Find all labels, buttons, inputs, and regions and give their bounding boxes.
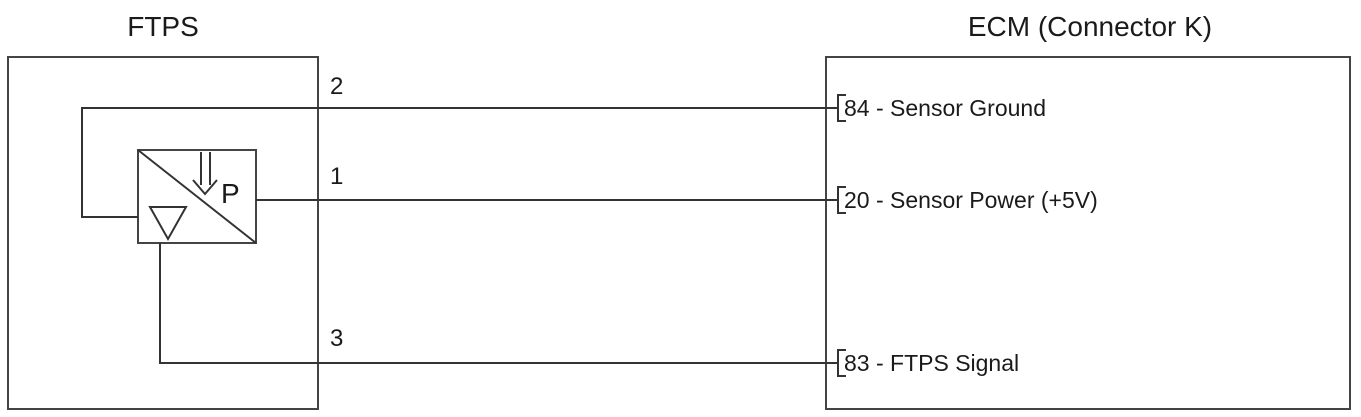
sensor-symbol-box [137, 149, 257, 244]
pressure-sensor-symbol: P [137, 149, 257, 244]
pin-number-3: 3 [330, 325, 343, 352]
sensor-diagonal-line [137, 149, 257, 244]
ecm-pin-bracket [837, 349, 846, 377]
pressure-arrow-icon [192, 152, 218, 196]
ecm-title: ECM (Connector K) [968, 11, 1212, 42]
sensor-symbol-letter: P [221, 178, 240, 209]
pin-number-1: 1 [330, 163, 343, 190]
ecm-terminal-label: 84 - Sensor Ground [844, 95, 1046, 121]
pin-number-2: 2 [330, 73, 343, 100]
wire-sensor-power: 1 20 - Sensor Power (+5V) [256, 163, 1098, 214]
ftps-component-box [7, 56, 319, 410]
ecm-pin-bracket [837, 94, 846, 122]
triangle-icon [148, 206, 188, 242]
ecm-component-box [825, 56, 1351, 410]
ecm-pin-bracket [837, 186, 846, 214]
ecm-terminal-label: 20 - Sensor Power (+5V) [844, 187, 1098, 213]
ecm-terminal-label: 83 - FTPS Signal [844, 350, 1019, 376]
ftps-title: FTPS [127, 11, 199, 42]
wire-sensor-ground: 2 84 - Sensor Ground [81, 73, 1046, 218]
wire-ftps-signal: 3 83 - FTPS Signal [159, 243, 1019, 377]
